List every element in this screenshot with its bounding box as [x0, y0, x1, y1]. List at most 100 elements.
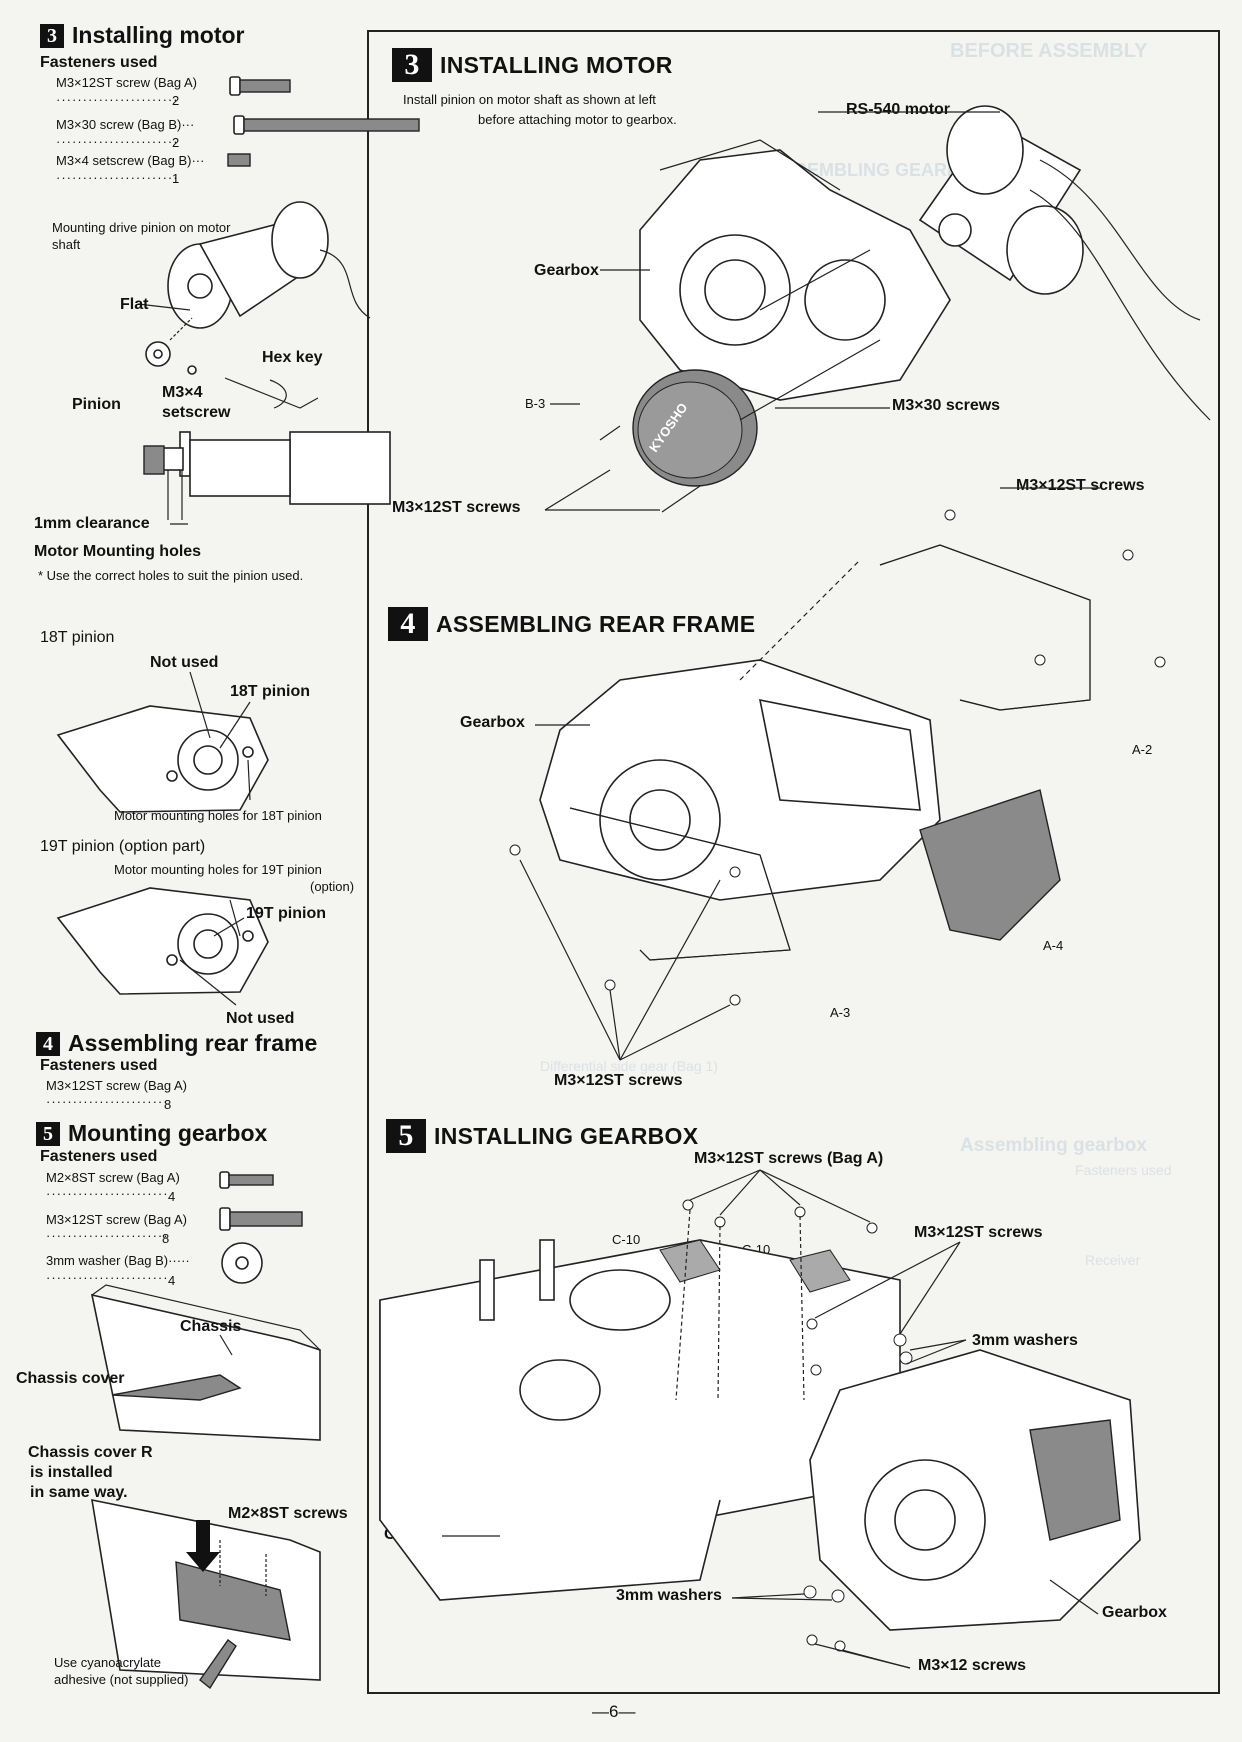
- fastener-name: M3×30 screw (Bag B)···: [56, 117, 195, 132]
- gearbox-plate-icon: [56, 887, 269, 1006]
- section-title: Mounting gearbox: [68, 1120, 268, 1146]
- chassis-label: Chassis: [180, 1318, 242, 1335]
- adhesive-bottle-icon: [199, 1639, 237, 1690]
- washer-icon: [221, 1242, 263, 1284]
- left-section-4-header: 4 Assembling rear frame: [36, 1030, 317, 1057]
- m3x12st-label: M3×12ST screws: [392, 499, 521, 516]
- fastener-dots: ·······················: [56, 134, 179, 149]
- motor-icon: [918, 105, 1211, 421]
- m3x12st-label: M3×12ST screws: [914, 1224, 1043, 1241]
- hex-key-icon: [224, 377, 319, 409]
- gearbox-label: Gearbox: [460, 714, 525, 731]
- install-note: before attaching motor to gearbox.: [478, 112, 677, 127]
- motor-label: RS-540 motor: [846, 101, 951, 118]
- fastener-qty: 1: [172, 171, 180, 186]
- clearance-label: 1mm clearance: [34, 515, 150, 532]
- m3x12st-label: M3×12ST screws: [554, 1072, 683, 1089]
- part-code-label: B-3: [525, 396, 546, 411]
- m3x12-label: M3×12 screws: [918, 1657, 1027, 1674]
- fastener-dots: ·······················: [46, 1094, 169, 1109]
- fastener-qty: 4: [168, 1189, 176, 1204]
- chassis-cover-r-icon: [91, 1498, 321, 1690]
- fastener-dots: ·······················: [46, 1228, 169, 1243]
- fasteners-heading: Fasteners used: [40, 54, 158, 71]
- setscrew-icon: [187, 365, 197, 375]
- section-title: INSTALLING GEARBOX: [434, 1122, 699, 1149]
- adhesive-note: Use cyanoacrylate: [54, 1655, 161, 1670]
- gearbox-label: Gearbox: [534, 262, 599, 279]
- pinion-19t-label: 19T pinion: [246, 905, 326, 922]
- bleed-text: Differential side gear (Bag 1): [540, 1058, 718, 1074]
- fastener-dots: ·······················: [46, 1270, 169, 1285]
- section-number: 5: [36, 1121, 60, 1146]
- right-section-5-header: 5 INSTALLING GEARBOX: [386, 1119, 698, 1153]
- holes-note: * Use the correct holes to suit the pini…: [38, 568, 304, 583]
- cover-r-note: Chassis cover R: [28, 1444, 153, 1461]
- column-divider: [367, 30, 369, 1694]
- flat-label: Flat: [120, 296, 149, 313]
- section-number: 3: [392, 48, 432, 82]
- washers-label: 3mm washers: [616, 1587, 722, 1604]
- arrow-down-icon: [196, 1520, 210, 1556]
- fastener-dots: ·······················: [56, 170, 179, 185]
- mounting-note: Mounting drive pinion on motor shaft: [52, 220, 231, 252]
- mounting-holes-label: Motor Mounting holes: [34, 543, 202, 560]
- screw-icon: [219, 1171, 274, 1189]
- section-title: INSTALLING MOTOR: [440, 51, 673, 78]
- page-number: —6—: [592, 1702, 636, 1721]
- m3x12st-label: M3×12ST screws: [1016, 477, 1145, 494]
- fastener-qty: 4: [168, 1273, 176, 1288]
- chassis-icon: [379, 1239, 901, 1601]
- pinion-18t-title: 18T pinion: [40, 629, 115, 646]
- setscrew-label: setscrew: [162, 404, 231, 421]
- panel-bottom-border: [367, 1692, 1220, 1694]
- long-screw-icon: [233, 115, 420, 135]
- fastener-name: M3×12ST screw (Bag A): [46, 1212, 188, 1227]
- gearbox-plate-icon: [56, 671, 269, 813]
- cover-r-note: is installed: [30, 1464, 113, 1481]
- install-note: Install pinion on motor shaft as shown a…: [403, 92, 656, 107]
- not-used-label: Not used: [226, 1010, 295, 1027]
- fastener-name: M2×8ST screw (Bag A): [46, 1170, 180, 1185]
- section-number: 3: [40, 23, 64, 48]
- fastener-qty: 8: [162, 1231, 170, 1246]
- left-section-5-header: 5 Mounting gearbox: [36, 1120, 267, 1147]
- fastener-dots: ·······················: [56, 92, 179, 107]
- bleed-text: Fasteners used: [1075, 1162, 1172, 1178]
- setscrew-label: M3×4: [162, 384, 203, 401]
- pinion-19t-title: 19T pinion (option part): [40, 838, 206, 855]
- rear-frame-a2-icon: [879, 544, 1091, 711]
- section-title: Installing motor: [72, 22, 245, 48]
- section-number: 4: [36, 1031, 60, 1056]
- right-section-3-header: 3 INSTALLING MOTOR: [392, 48, 673, 82]
- chassis-cover-label: Chassis cover: [16, 1370, 125, 1387]
- gearbox-icon: [539, 659, 941, 901]
- fastener-name: M3×12ST screw (Bag A): [56, 75, 198, 90]
- part-code-label: A-4: [1043, 938, 1064, 953]
- adhesive-note: adhesive (not supplied): [54, 1672, 189, 1687]
- part-code-label: A-2: [1132, 742, 1153, 757]
- motor-side-icon: [143, 431, 391, 525]
- cover-r-note: in same way.: [30, 1484, 128, 1501]
- section-number: 4: [388, 607, 428, 641]
- part-code-label: C-10: [612, 1232, 641, 1247]
- hex-key-label: Hex key: [262, 349, 323, 366]
- p18-holes-note: Motor mounting holes for 18T pinion: [114, 808, 322, 823]
- fastener-name: M3×12ST screw (Bag A): [46, 1078, 188, 1093]
- pinion-icon: [145, 317, 193, 367]
- part-code-label: A-3: [830, 1005, 851, 1020]
- m3x12st-bag-label: M3×12ST screws (Bag A): [694, 1150, 884, 1167]
- section-title: ASSEMBLING REAR FRAME: [436, 610, 756, 637]
- gearbox-label: Gearbox: [1102, 1604, 1167, 1621]
- fastener-qty: 2: [172, 93, 180, 108]
- gearbox-icon: [809, 1349, 1141, 1631]
- fastener-dots: ·······················: [46, 1186, 169, 1201]
- pinion-18t-label: 18T pinion: [230, 683, 310, 700]
- fasteners-heading: Fasteners used: [40, 1148, 158, 1165]
- panel-right-border: [1218, 30, 1220, 1694]
- fastener-qty: 8: [164, 1097, 172, 1112]
